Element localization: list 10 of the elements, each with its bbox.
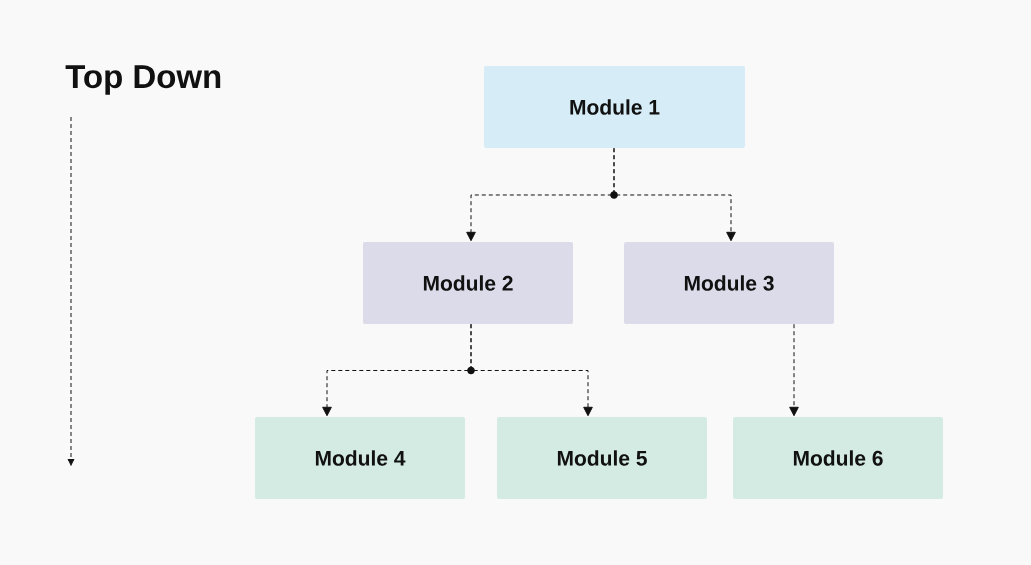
arrow <box>470 323 593 417</box>
module-box: Module 6 <box>733 417 943 499</box>
module-box: Module 5 <box>497 417 707 499</box>
module-box: Module 2 <box>363 242 573 324</box>
module-box: Module 1 <box>484 66 745 148</box>
module-box: Module 3 <box>624 242 834 324</box>
arrow <box>789 323 799 417</box>
arrow <box>613 147 736 242</box>
title: Top Down <box>65 65 221 95</box>
module-box: Module 4 <box>255 417 465 499</box>
